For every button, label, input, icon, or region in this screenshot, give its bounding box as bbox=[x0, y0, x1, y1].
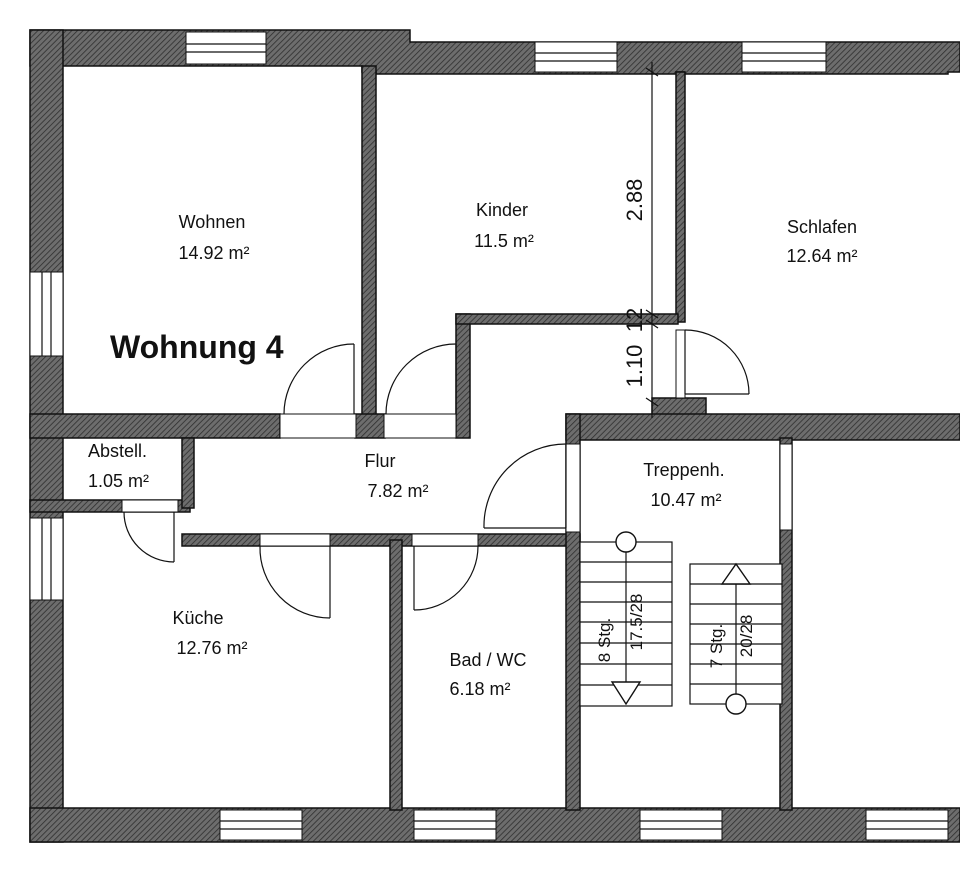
window bbox=[29, 517, 64, 601]
room-name-kinder: Kinder bbox=[476, 200, 528, 220]
door-wohnen bbox=[283, 343, 355, 415]
door-treppenhaus bbox=[483, 443, 567, 529]
window bbox=[413, 809, 497, 841]
wall-kueche-bad bbox=[389, 539, 403, 811]
door-schlafen bbox=[684, 329, 750, 395]
room-name-kueche: Küche bbox=[172, 608, 223, 628]
window bbox=[534, 41, 618, 73]
dimension-2-88: 2.88 bbox=[622, 179, 647, 222]
door-kinder bbox=[385, 343, 457, 415]
door-abstell bbox=[123, 511, 175, 563]
wall-kinder-schlafen bbox=[675, 71, 686, 323]
stairs-left bbox=[579, 531, 673, 707]
window bbox=[865, 809, 949, 841]
wall-flur-bottom bbox=[181, 533, 581, 547]
room-area-kueche: 12.76 m² bbox=[176, 638, 247, 658]
windows bbox=[29, 31, 949, 841]
wall-wohnen-bottom-b bbox=[354, 413, 386, 439]
stairs-right bbox=[689, 562, 783, 715]
apartment-title: Wohnung 4 bbox=[110, 329, 284, 365]
stairs-right-ratio: 20/28 bbox=[737, 615, 756, 658]
window bbox=[219, 809, 303, 841]
wall-abstell-right bbox=[181, 437, 195, 509]
room-name-wohnen: Wohnen bbox=[179, 212, 246, 232]
room-area-abstell: 1.05 m² bbox=[88, 471, 149, 491]
room-area-bad: 6.18 m² bbox=[449, 679, 510, 699]
door-kueche bbox=[259, 545, 331, 619]
stairs-left-steps: 8 Stg. bbox=[595, 618, 614, 662]
openings bbox=[121, 329, 793, 547]
dimension-1-10: 1.10 bbox=[622, 345, 647, 388]
window bbox=[29, 271, 64, 357]
room-name-abstell: Abstell. bbox=[88, 441, 147, 461]
room-name-bad: Bad / WC bbox=[449, 650, 526, 670]
stairs-right-steps: 7 Stg. bbox=[707, 624, 726, 668]
wall-kinder-bottom bbox=[455, 313, 679, 325]
room-area-schlafen: 12.64 m² bbox=[786, 246, 857, 266]
dimension-line bbox=[645, 62, 659, 418]
room-area-flur: 7.82 m² bbox=[367, 481, 428, 501]
room-area-treppenhaus: 10.47 m² bbox=[650, 490, 721, 510]
stairs-left-ratio: 17.5/28 bbox=[627, 594, 646, 651]
door-bad bbox=[413, 545, 479, 611]
window bbox=[639, 809, 723, 841]
wall-wohnen-bottom bbox=[29, 413, 281, 439]
dimension-12: 12 bbox=[622, 308, 647, 332]
door-swings bbox=[123, 329, 750, 619]
wall-schlafen-bottom bbox=[565, 413, 960, 441]
room-name-treppenhaus: Treppenh. bbox=[643, 460, 724, 480]
room-area-kinder: 11.5 m² bbox=[474, 231, 534, 251]
room-name-schlafen: Schlafen bbox=[787, 217, 857, 237]
window bbox=[741, 41, 827, 73]
wall-kinder-step bbox=[455, 313, 471, 439]
window bbox=[185, 31, 267, 65]
room-name-flur: Flur bbox=[365, 451, 396, 471]
room-area-wohnen: 14.92 m² bbox=[178, 243, 249, 263]
wall-wohnen-kinder bbox=[361, 65, 377, 419]
